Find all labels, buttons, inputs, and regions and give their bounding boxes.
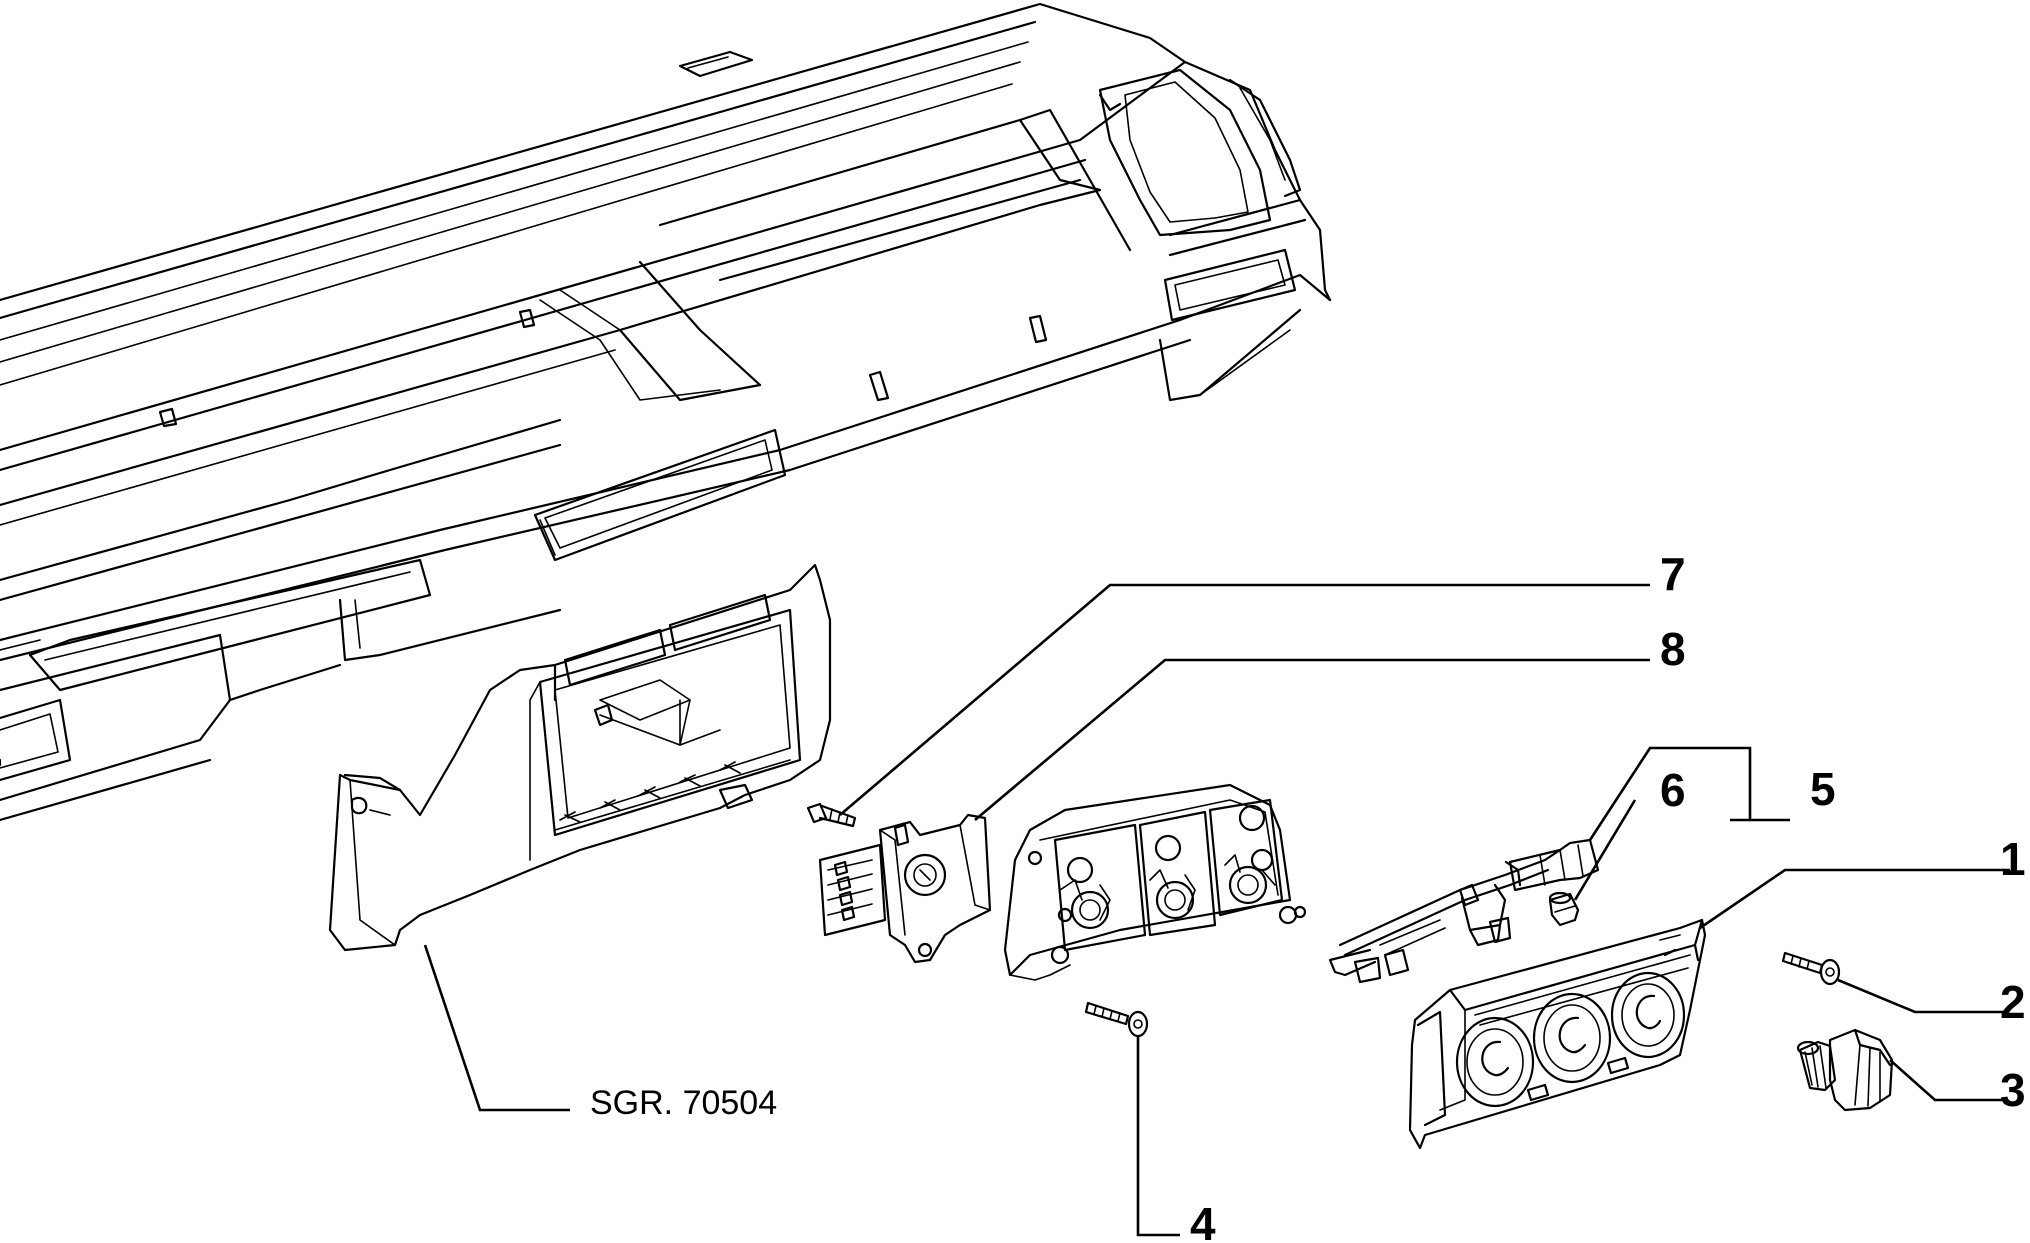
reference-code: SGR. 70504 [590,1084,777,1122]
control-panel-part-1 [1408,918,1707,1150]
control-back-unit [1003,783,1307,981]
bulb-part-6 [1548,891,1580,927]
leader-lines [423,583,2010,1237]
callout-7: 7 [1660,548,1686,600]
back-unit-module-2 [1138,810,1217,937]
callout-8: 8 [1660,623,1686,675]
panel-dial-left [1455,1016,1535,1108]
callout-5: 5 [1810,763,1836,815]
screw-part-2 [1781,951,1841,986]
callout-3: 3 [2000,1064,2026,1116]
panel-dial-center [1532,992,1612,1084]
panel-dial-right [1610,971,1686,1059]
callout-1: 1 [2000,833,2026,885]
screw-part-4 [1084,1001,1149,1038]
console-bezel [328,563,832,952]
callout-2: 2 [2000,976,2026,1028]
actuator-part-8 [818,813,992,964]
knob-part-3 [1796,1028,1894,1112]
back-unit-module-3 [1208,798,1284,917]
dashboard-frame [0,2,1332,822]
callout-4: 4 [1190,1198,1216,1243]
back-unit-module-1 [1053,823,1147,952]
wiring-harness-part-5 [1328,838,1600,984]
callout-6: 6 [1660,764,1686,816]
